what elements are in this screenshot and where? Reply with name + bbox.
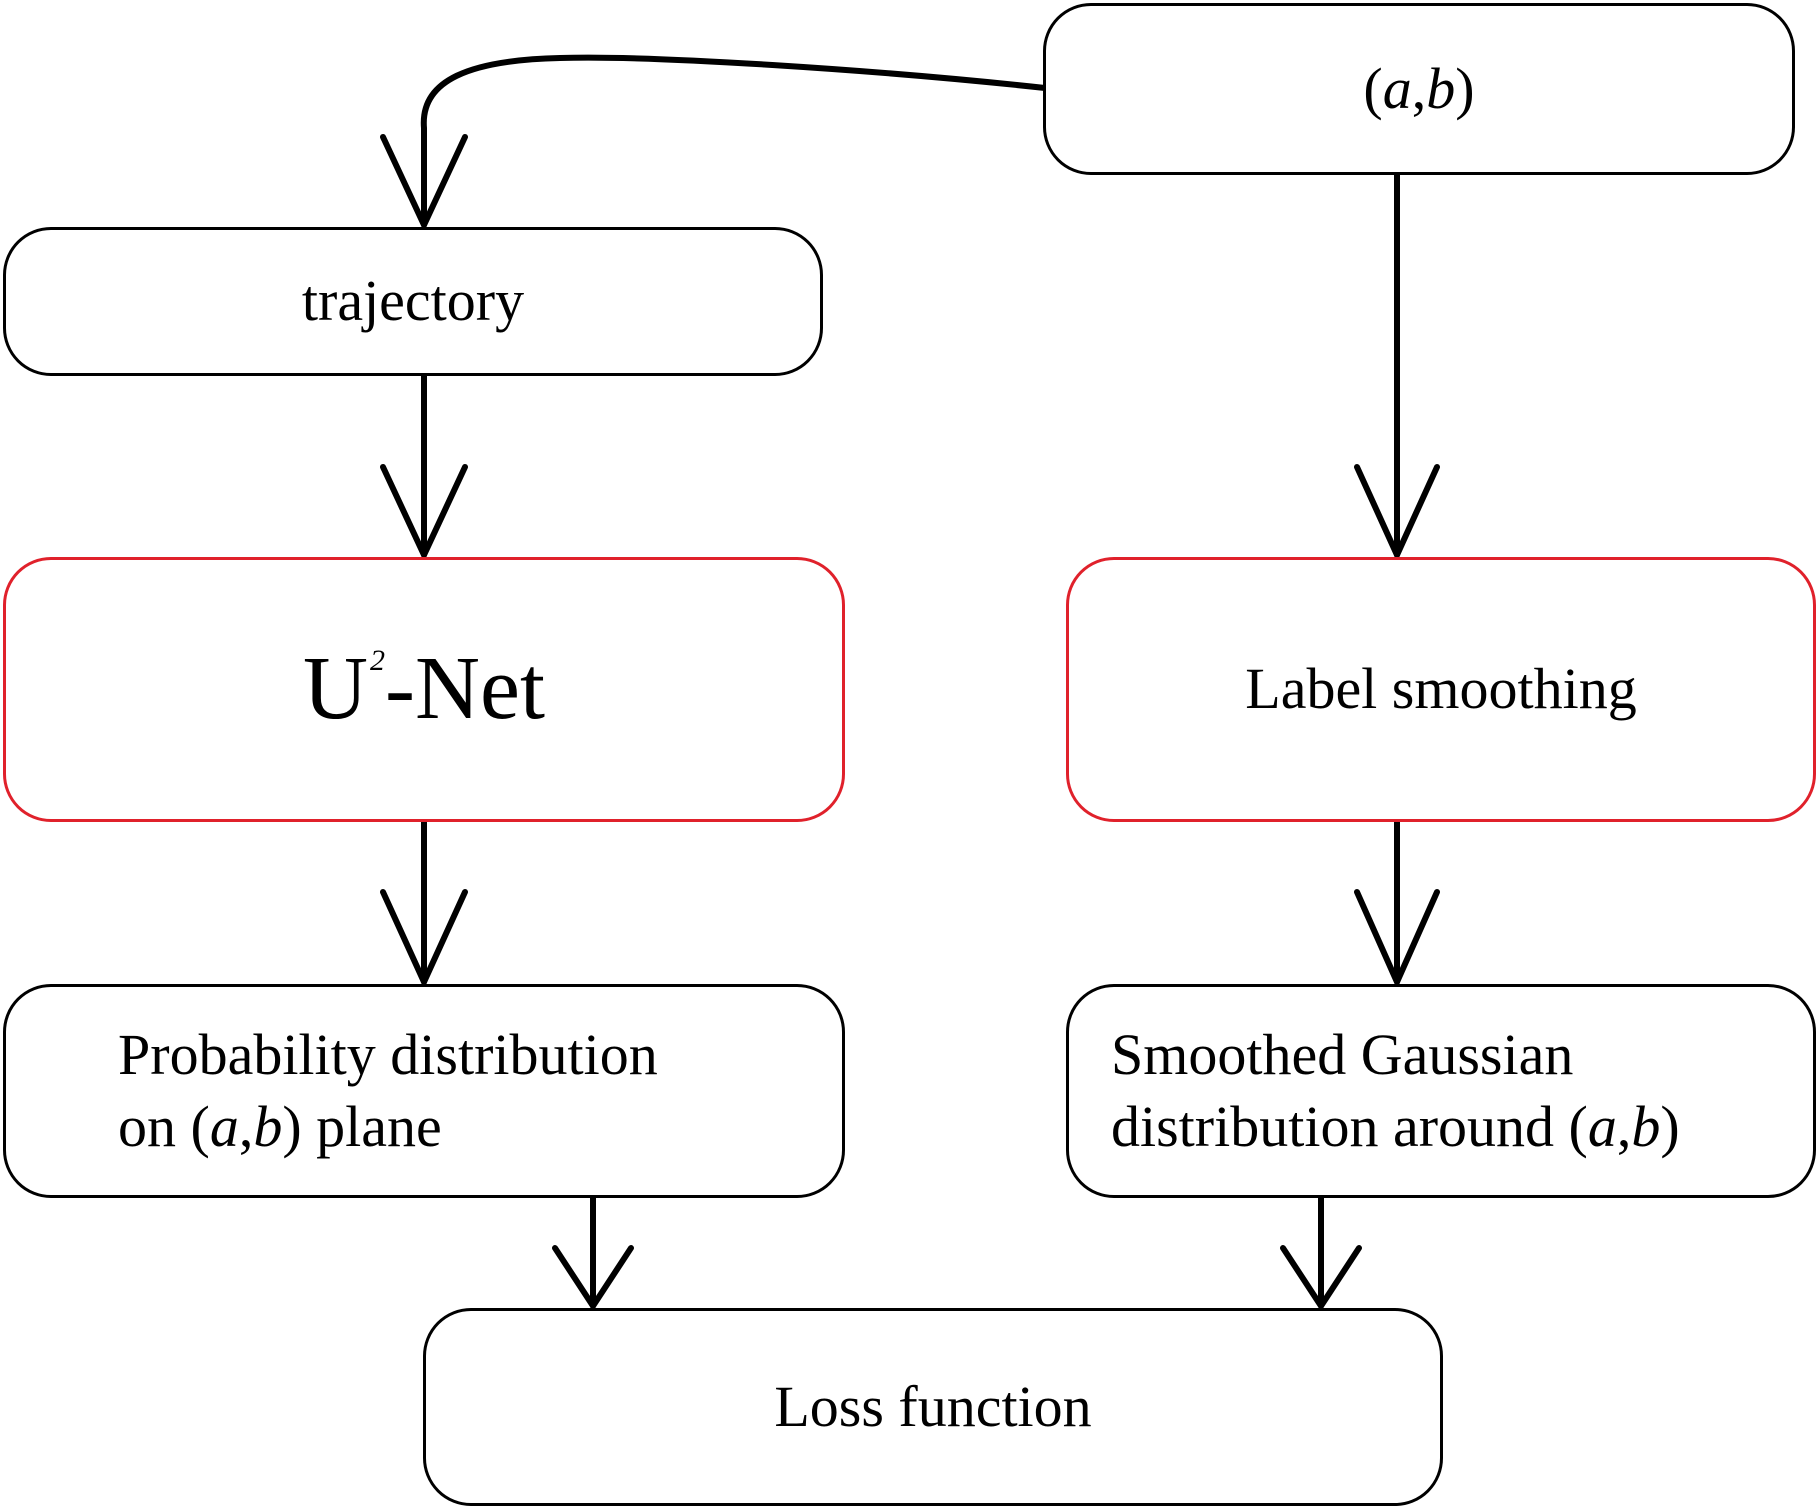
node-ab: (a,b) <box>1043 3 1795 175</box>
node-loss-function-label: Loss function <box>774 1373 1092 1439</box>
arrowhead-loss-left <box>552 1245 634 1309</box>
node-gauss-dist-line2: distribution around (a,b) <box>1111 1094 1680 1159</box>
node-loss-function: Loss function <box>423 1308 1443 1506</box>
node-unet-label: U2-Net <box>303 639 545 739</box>
node-label-smoothing: Label smoothing <box>1066 557 1816 822</box>
arrowhead-prob-dist <box>380 889 468 985</box>
node-label-smoothing-label: Label smoothing <box>1245 656 1637 722</box>
node-unet: U2-Net <box>3 557 845 822</box>
node-trajectory-label: trajectory <box>301 268 525 334</box>
arrowhead-trajectory <box>380 134 468 228</box>
node-gauss-dist-line1: Smoothed Gaussian <box>1111 1021 1574 1087</box>
node-prob-dist-label: Probability distribution on (a,b) plane <box>118 1019 658 1164</box>
node-prob-dist-line2: on (a,b) plane <box>118 1094 442 1159</box>
node-ab-label: (a,b) <box>1363 55 1475 121</box>
node-prob-dist-line1: Probability distribution <box>118 1021 658 1087</box>
node-trajectory: trajectory <box>3 227 823 376</box>
node-gauss-dist: Smoothed Gaussian distribution around (a… <box>1066 984 1816 1198</box>
arrowhead-gauss <box>1354 889 1440 985</box>
node-prob-dist: Probability distribution on (a,b) plane <box>3 984 845 1198</box>
node-gauss-dist-label: Smoothed Gaussian distribution around (a… <box>1111 1019 1680 1164</box>
arrowhead-unet <box>380 464 468 558</box>
edge-ab-to-trajectory <box>420 54 1048 228</box>
arrowhead-loss-right <box>1280 1245 1362 1309</box>
arrowhead-label-smoothing <box>1354 464 1440 558</box>
